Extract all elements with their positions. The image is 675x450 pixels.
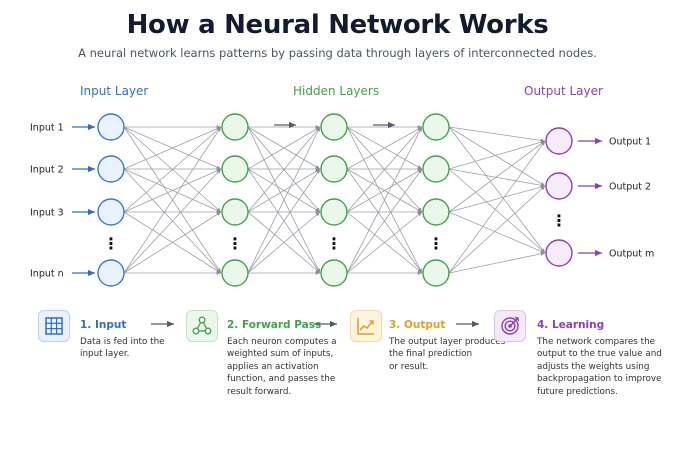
ellipsis: ⋮ xyxy=(428,234,444,253)
step-arrow-2 xyxy=(314,320,337,328)
connection xyxy=(448,168,546,254)
hidden-layers-label: Hidden Layers xyxy=(293,84,380,98)
hidden-neuron xyxy=(221,259,249,287)
connection xyxy=(123,211,222,274)
connection xyxy=(448,126,546,254)
hidden-neuron xyxy=(422,198,450,226)
output-neuron xyxy=(545,172,573,200)
connection xyxy=(346,126,423,274)
grid-icon xyxy=(38,310,70,342)
connection xyxy=(247,126,321,170)
output-label: Output m xyxy=(609,249,654,260)
connection xyxy=(448,140,546,170)
input-neuron xyxy=(97,113,125,141)
page-subtitle: A neural network learns patterns by pass… xyxy=(78,46,597,60)
connection xyxy=(448,140,546,213)
step-1-title: 1. Input xyxy=(80,319,127,331)
connection xyxy=(448,211,546,254)
target-icon xyxy=(494,310,526,342)
connection xyxy=(346,168,423,213)
output-layer-label: Output Layer xyxy=(524,84,603,98)
step-arrow-3 xyxy=(456,320,479,328)
connection xyxy=(247,168,321,274)
connection xyxy=(346,168,423,274)
page-title: How a Neural Network Works xyxy=(126,10,549,40)
hidden-neuron xyxy=(221,198,249,226)
input-label: Input 3 xyxy=(30,208,64,219)
connection xyxy=(346,126,423,170)
connection xyxy=(448,126,546,187)
connection xyxy=(247,211,321,274)
node-labels: ⋮ ⋮ ⋮ ⋮ ⋮ Input 1 Input 2 Input 3 Input n Output … xyxy=(30,121,654,280)
input-layer-label: Input Layer xyxy=(80,84,149,98)
step-4-title: 4. Learning xyxy=(537,319,605,331)
input-neuron xyxy=(97,259,125,287)
connection xyxy=(346,126,423,213)
output-label: Output 1 xyxy=(609,137,651,148)
step-2-title: 2. Forward Pass xyxy=(227,319,322,331)
ellipsis: ⋮ xyxy=(326,234,342,253)
step-arrow-1 xyxy=(151,320,174,328)
ellipsis: ⋮ xyxy=(551,211,567,230)
output-neuron xyxy=(545,127,573,155)
connection xyxy=(247,126,321,274)
connections xyxy=(123,125,546,275)
neurons xyxy=(97,113,573,287)
connection xyxy=(123,126,222,170)
connection xyxy=(448,252,546,274)
hidden-neuron xyxy=(422,113,450,141)
connection xyxy=(123,168,222,274)
output-label: Output 2 xyxy=(609,182,651,193)
step-3-title: 3. Output xyxy=(389,319,446,331)
input-label: Input n xyxy=(30,269,64,280)
connection xyxy=(123,126,222,213)
connection xyxy=(448,185,546,274)
hidden-neuron xyxy=(422,155,450,183)
hidden-neuron xyxy=(221,155,249,183)
input-label: Input 1 xyxy=(30,123,64,134)
hidden-neuron xyxy=(320,113,348,141)
connection xyxy=(448,126,546,143)
connection xyxy=(247,168,321,213)
input-label: Input 2 xyxy=(30,165,64,176)
connection xyxy=(448,168,546,188)
connection xyxy=(247,126,321,213)
hidden-neuron xyxy=(320,155,348,183)
chart-icon xyxy=(350,310,382,342)
connection xyxy=(123,126,222,274)
ellipsis: ⋮ xyxy=(103,234,119,253)
input-neuron xyxy=(97,198,125,226)
input-neuron xyxy=(97,155,125,183)
hidden-neuron xyxy=(221,113,249,141)
hidden-neuron xyxy=(320,198,348,226)
output-neuron xyxy=(545,239,573,267)
connection xyxy=(346,211,423,274)
connection xyxy=(123,168,222,213)
hidden-neuron xyxy=(422,259,450,287)
connection xyxy=(448,140,546,274)
ellipsis: ⋮ xyxy=(227,234,243,253)
network-icon xyxy=(186,310,218,342)
connection xyxy=(448,185,546,213)
hidden-neuron xyxy=(320,259,348,287)
